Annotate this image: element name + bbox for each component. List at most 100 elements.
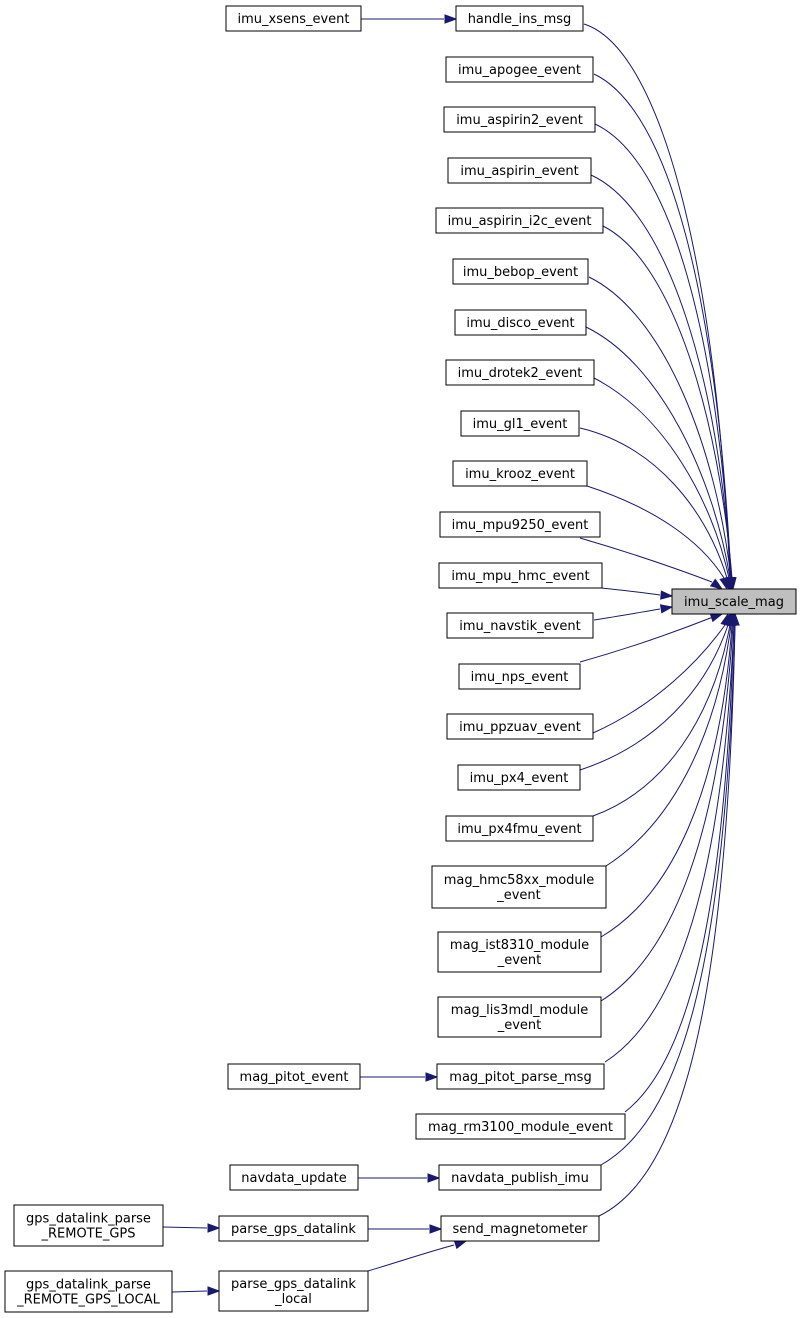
node-navdata-update[interactable]: navdata_update (229, 1164, 359, 1191)
node-box (454, 309, 587, 336)
node-box (229, 1164, 359, 1191)
node-navdata-publish-imu[interactable]: navdata_publish_imu (438, 1164, 602, 1191)
node-label: imu_px4fmu_event (457, 822, 581, 837)
node-box (439, 511, 601, 538)
node-mag-ist8310-module-event[interactable]: mag_ist8310_module_event (437, 931, 602, 973)
node-box (446, 612, 594, 639)
edge-imu_nps_event-to-imu_scale_mag (579, 613, 724, 663)
node-box (447, 157, 592, 184)
node-send-magnetometer[interactable]: send_magnetometer (440, 1215, 600, 1242)
node-label: imu_ppzuav_event (459, 720, 581, 735)
node-box (435, 207, 604, 234)
edge-imu_mpu_hmc_event-to-imu_scale_mag (601, 587, 674, 600)
node-imu-mpu-hmc-event[interactable]: imu_mpu_hmc_event (438, 562, 603, 589)
arrowhead-icon (207, 1286, 221, 1296)
node-imu-nps-event[interactable]: imu_nps_event (458, 663, 581, 690)
node-imu-bebop-event[interactable]: imu_bebop_event (452, 258, 589, 285)
edge-imu_px4_event-to-imu_scale_mag (579, 612, 733, 771)
edge-parse_gps_datalink-to-send_magnetometer (368, 1224, 443, 1234)
node-parse-gps-datalink-local[interactable]: parse_gps_datalink_local (218, 1270, 369, 1312)
node-box (445, 56, 594, 83)
edge-line (601, 587, 661, 596)
node-box (438, 562, 603, 589)
node-handle-ins-msg[interactable]: handle_ins_msg (455, 5, 584, 32)
node-imu-ppzuav-event[interactable]: imu_ppzuav_event (446, 713, 594, 740)
node-box (452, 258, 589, 285)
node-mag-hmc58xx-module-event[interactable]: mag_hmc58xx_module_event (431, 865, 607, 909)
node-mag-rm3100-module-event[interactable]: mag_rm3100_module_event (415, 1113, 626, 1140)
edge-imu_krooz_event-to-imu_scale_mag (586, 485, 729, 591)
node-imu-gl1-event[interactable]: imu_gl1_event (460, 410, 580, 437)
node-gps-datalink-parse-remote-gps-local[interactable]: gps_datalink_parse_REMOTE_GPS_LOCAL (4, 1270, 173, 1313)
arrowhead-icon (444, 14, 458, 24)
node-label: _event (497, 1018, 542, 1033)
node-label: gps_datalink_parse (26, 1278, 151, 1293)
arrowhead-icon (429, 1224, 443, 1234)
node-box (452, 460, 588, 487)
node-mag-pitot-event[interactable]: mag_pitot_event (227, 1063, 361, 1090)
edge-line (592, 624, 731, 817)
node-label: imu_xsens_event (237, 12, 349, 27)
node-imu-navstik-event[interactable]: imu_navstik_event (446, 612, 594, 639)
node-gps-datalink-parse-remote-gps[interactable]: gps_datalink_parse_REMOTE_GPS (13, 1204, 164, 1247)
node-label: mag_lis3mdl_module (451, 1003, 588, 1018)
node-imu-scale-mag[interactable]: imu_scale_mag (671, 588, 797, 615)
node-label: navdata_update (241, 1171, 347, 1186)
edge-imu_navstik_event-to-imu_scale_mag (593, 604, 674, 621)
node-box (431, 865, 607, 909)
node-parse-gps-datalink[interactable]: parse_gps_datalink (218, 1215, 369, 1242)
node-label: gps_datalink_parse (26, 1212, 151, 1227)
edge-line (162, 1226, 208, 1229)
edge-line (593, 73, 732, 579)
edge-line (594, 123, 732, 579)
edge-gps_datalink_parse_REMOTE_GPS_LOCAL-to-parse_gps_datalink_local (171, 1286, 221, 1296)
edge-layer (162, 14, 740, 1296)
node-imu-apogee-event[interactable]: imu_apogee_event (445, 56, 594, 83)
edge-line (600, 624, 736, 1166)
node-label: _REMOTE_GPS_LOCAL (16, 1293, 160, 1308)
node-box (438, 1164, 602, 1191)
arrowhead-icon (709, 578, 724, 590)
node-mag-lis3mdl-module-event[interactable]: mag_lis3mdl_module_event (437, 996, 602, 1038)
node-label: _event (497, 953, 542, 968)
node-label: imu_aspirin_event (460, 164, 578, 179)
node-label: imu_apogee_event (458, 63, 581, 78)
node-imu-px4-event[interactable]: imu_px4_event (457, 764, 581, 791)
node-box (443, 106, 596, 133)
node-box (445, 815, 594, 842)
node-label: mag_pitot_parse_msg (449, 1070, 591, 1085)
node-label: _REMOTE_GPS (40, 1227, 135, 1242)
node-label: imu_mpu_hmc_event (451, 569, 589, 584)
node-imu-xsens-event[interactable]: imu_xsens_event (225, 5, 362, 32)
edge-send_magnetometer-to-imu_scale_mag (598, 612, 740, 1217)
edge-line (600, 624, 733, 938)
arrowhead-icon (659, 604, 674, 614)
node-imu-aspirin2-event[interactable]: imu_aspirin2_event (443, 106, 596, 133)
node-imu-disco-event[interactable]: imu_disco_event (454, 309, 587, 336)
edge-imu_xsens_event-to-handle_ins_msg (361, 14, 458, 24)
node-imu-krooz-event[interactable]: imu_krooz_event (452, 460, 588, 487)
edge-gps_datalink_parse_REMOTE_GPS-to-parse_gps_datalink (162, 1223, 221, 1233)
node-imu-aspirin-event[interactable]: imu_aspirin_event (447, 157, 592, 184)
edge-line (624, 624, 735, 1113)
arrowhead-icon (660, 590, 674, 600)
arrowhead-icon (427, 1173, 441, 1183)
node-label: imu_nps_event (471, 670, 569, 685)
node-box (13, 1204, 164, 1247)
edge-mag_pitot_parse_msg-to-imu_scale_mag (604, 612, 739, 1063)
node-imu-px4fmu-event[interactable]: imu_px4fmu_event (445, 815, 594, 842)
arrowhead-icon (730, 612, 740, 626)
node-label: imu_disco_event (466, 316, 574, 331)
node-label: send_magnetometer (452, 1222, 588, 1237)
node-imu-aspirin-i2c-event[interactable]: imu_aspirin_i2c_event (435, 207, 604, 234)
arrowhead-icon (719, 576, 729, 591)
node-imu-mpu9250-event[interactable]: imu_mpu9250_event (439, 511, 601, 538)
edge-line (605, 624, 732, 867)
edge-imu_aspirin_i2c_event-to-imu_scale_mag (602, 225, 737, 591)
node-box (218, 1270, 369, 1312)
node-label: imu_mpu9250_event (452, 518, 589, 533)
node-imu-drotek2-event[interactable]: imu_drotek2_event (445, 359, 595, 386)
edge-line (367, 1244, 455, 1272)
node-label: handle_ins_msg (468, 12, 572, 27)
node-mag-pitot-parse-msg[interactable]: mag_pitot_parse_msg (436, 1063, 605, 1090)
